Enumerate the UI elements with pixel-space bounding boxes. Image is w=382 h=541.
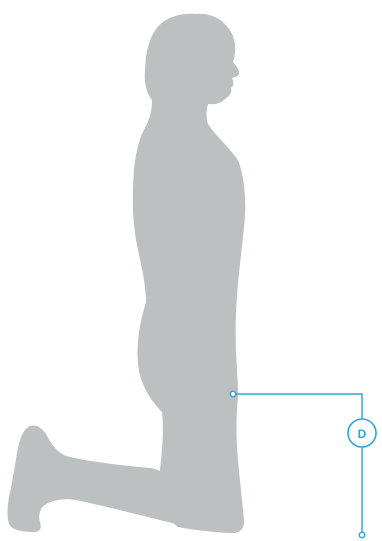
dimension-end-point bbox=[359, 532, 365, 538]
dimension-leader-line bbox=[233, 394, 362, 535]
body-silhouette bbox=[133, 14, 245, 533]
kneeling-human-silhouette bbox=[8, 14, 246, 533]
dimension-start-point bbox=[230, 391, 236, 397]
dimension-d-annotation: D bbox=[230, 391, 376, 538]
dimension-label: D bbox=[358, 427, 367, 441]
